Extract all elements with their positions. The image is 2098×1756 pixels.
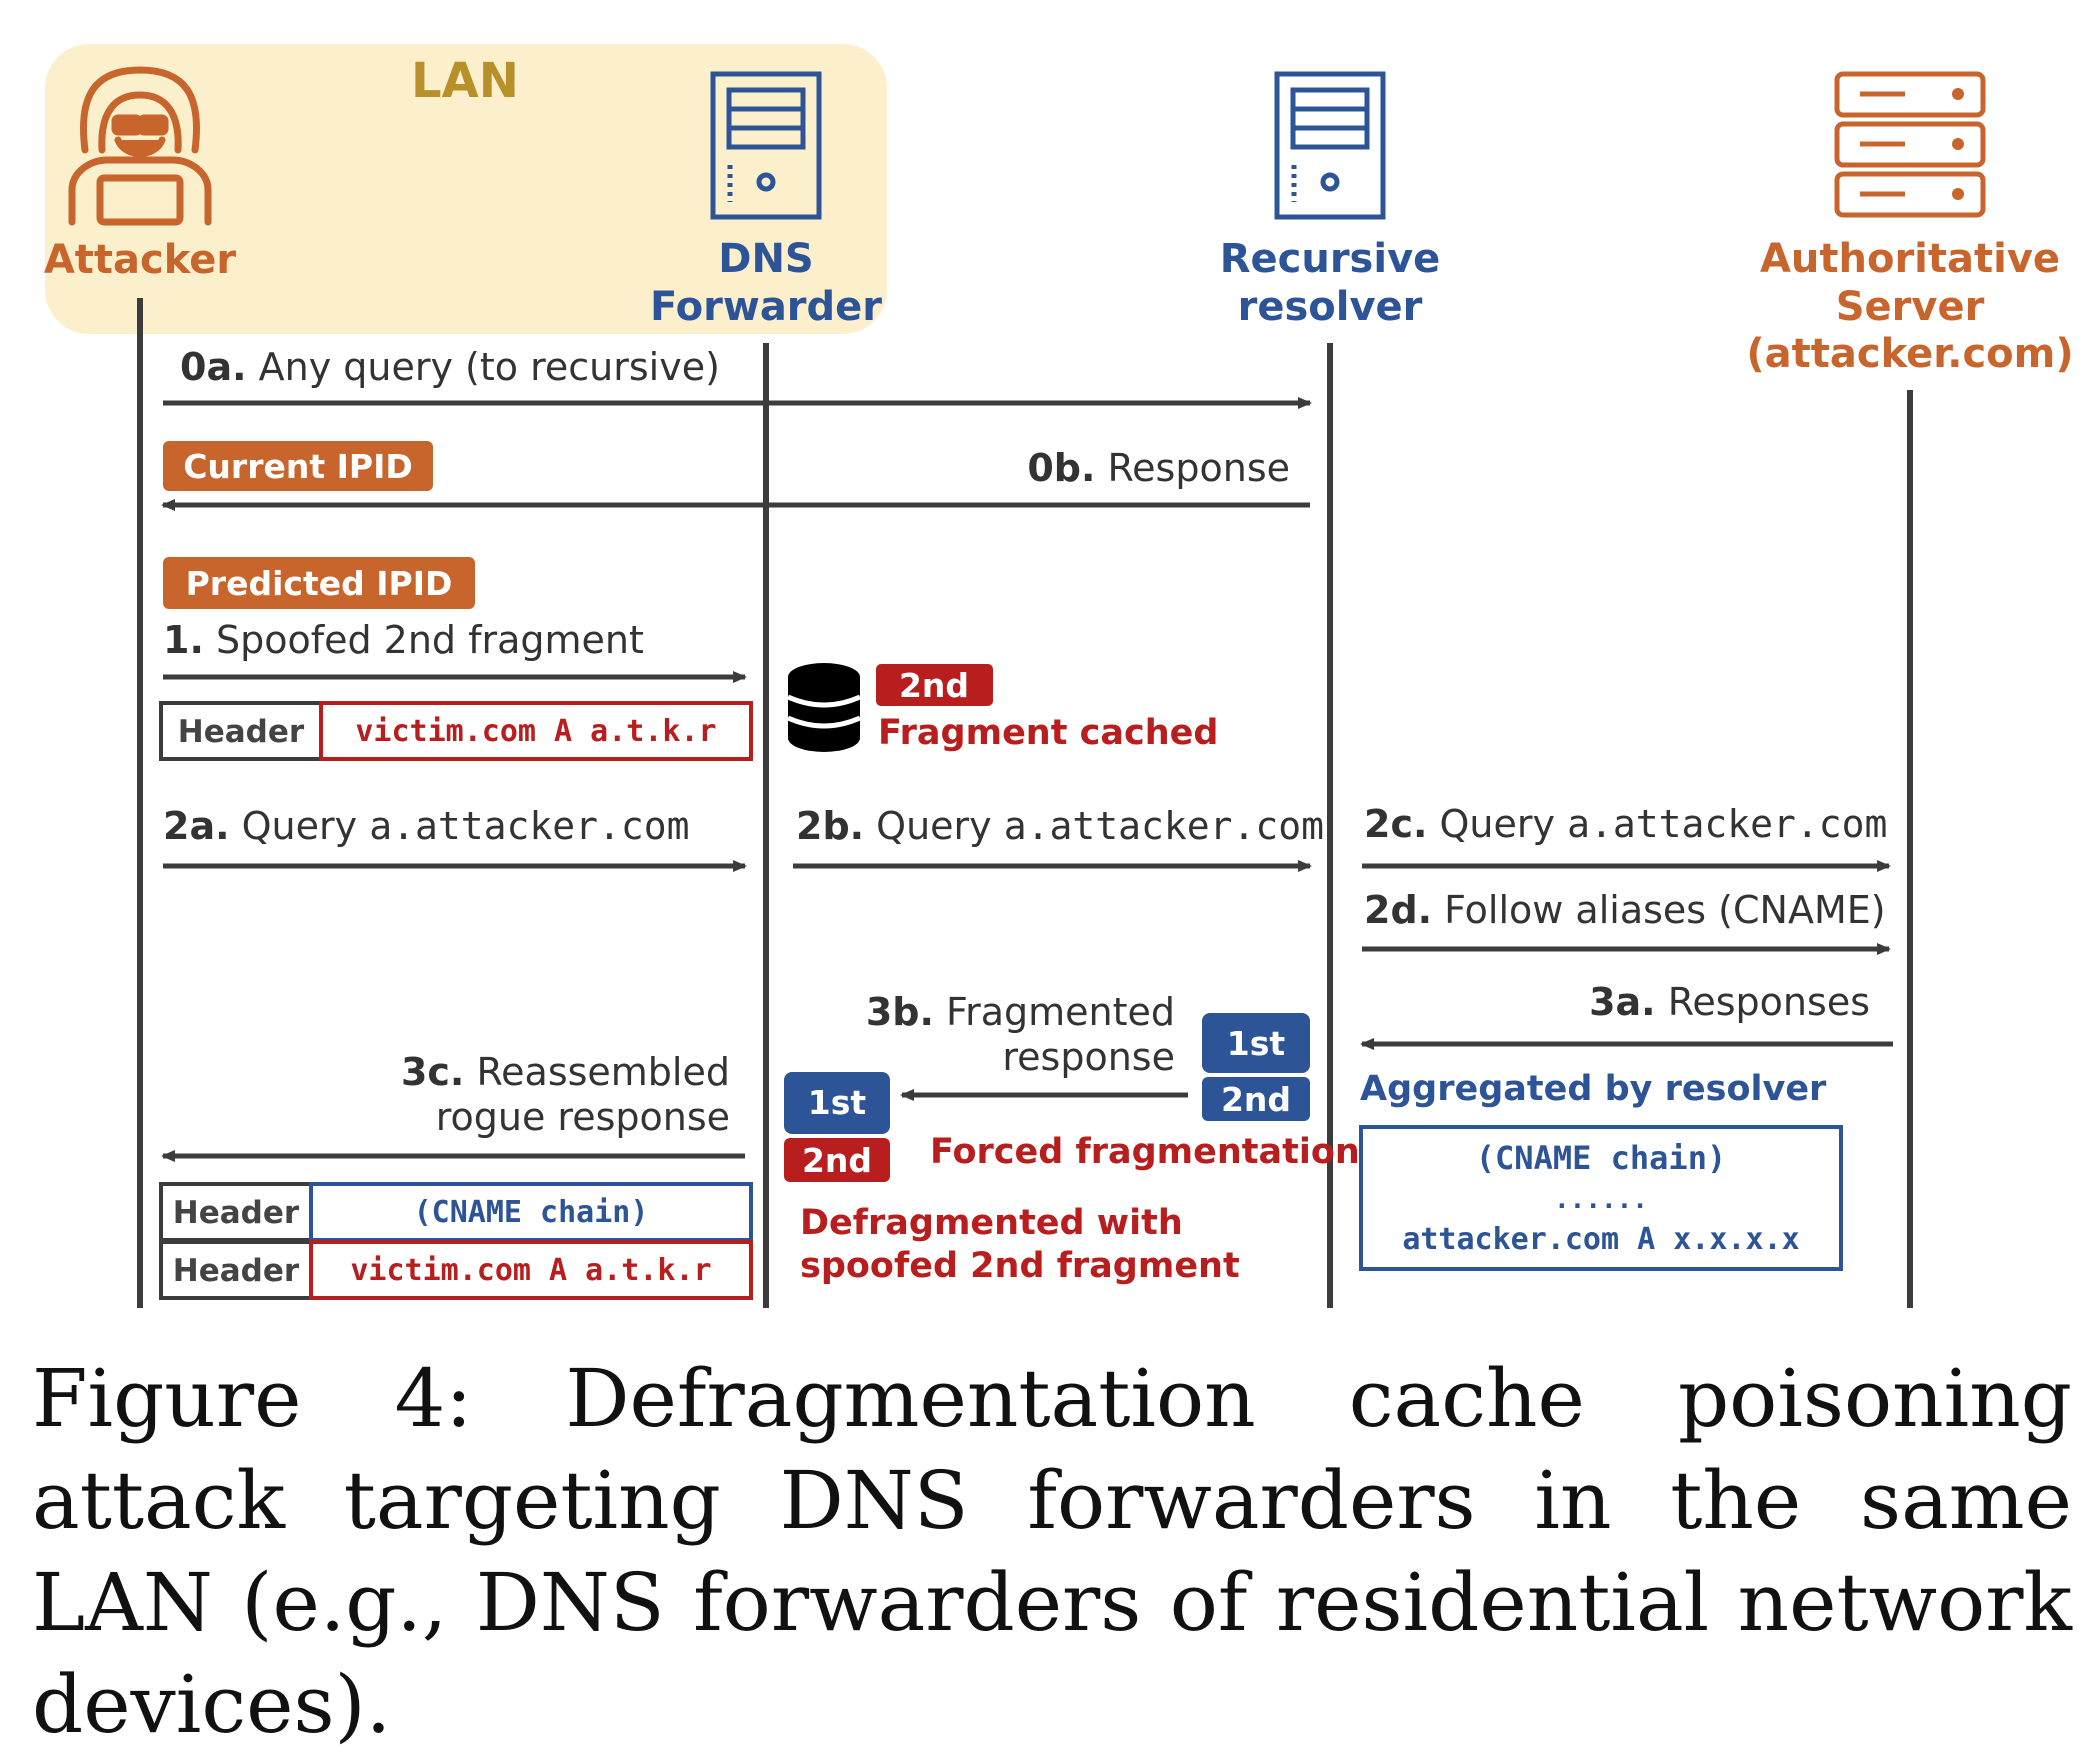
rogue-spoofed-record: victim.com A a.t.k.r <box>350 1253 711 1288</box>
step-2a-label: 2a. Query a.attacker.com <box>163 804 689 848</box>
rogue-cname-chain: (CNAME chain) <box>414 1195 649 1230</box>
packet-header-label: Header <box>178 714 305 750</box>
fragment-1st-label: 1st <box>1227 1024 1286 1063</box>
rogue-spoofed-cell <box>309 1240 753 1300</box>
fragment-2nd-tag <box>1202 1077 1310 1121</box>
received-1st-label: 1st <box>808 1083 867 1122</box>
resolver-label-line1: Recursive <box>1220 236 1441 282</box>
forwarder-label-line1: DNS <box>718 236 814 282</box>
hooded-hacker-icon <box>68 66 212 226</box>
fragment-1st-tag <box>1202 1013 1310 1073</box>
received-1st-tag <box>784 1072 890 1134</box>
diagram-canvas: LAN Attacker DNS Forwarder Recursive res… <box>44 44 2074 1308</box>
step-2d-label: 2d. Follow aliases (CNAME) <box>1364 888 1886 932</box>
step-3c-label-line2: rogue response <box>436 1095 730 1139</box>
cached-2nd-tag <box>876 664 993 706</box>
aggregated-ellipsis: ...... <box>1554 1185 1648 1215</box>
fragment-2nd-label: 2nd <box>1221 1080 1291 1119</box>
cached-2nd-label: 2nd <box>899 666 969 705</box>
packet-spoofed-record: victim.com A a.t.k.r <box>355 714 716 749</box>
authoritative-label-line3: (attacker.com) <box>1746 331 2073 377</box>
lan-label: LAN <box>411 53 519 109</box>
step-2c-label: 2c. Query a.attacker.com <box>1364 802 1887 846</box>
predicted-ipid-label: Predicted IPID <box>186 564 453 603</box>
step-0b-label: 0b. Response <box>1027 446 1290 490</box>
lan-region <box>45 44 887 334</box>
current-ipid-label: Current IPID <box>183 447 413 486</box>
step-0a-label: 0a. Any query (to recursive) <box>180 345 720 389</box>
authoritative-label-line2: Server <box>1836 284 1985 330</box>
received-2nd-label: 2nd <box>802 1141 872 1180</box>
figure-caption: Figure 4: Defragmentation cache poisonin… <box>32 1352 2072 1751</box>
aggregated-response-box <box>1359 1125 1843 1271</box>
step-1-label: 1. Spoofed 2nd fragment <box>163 618 644 662</box>
defragmented-note-line1: Defragmented with <box>800 1203 1183 1243</box>
server-tower-icon <box>1274 71 1386 220</box>
received-2nd-tag <box>784 1138 890 1182</box>
step-2b-label: 2b. Query a.attacker.com <box>796 804 1324 848</box>
rogue-header-label-2: Header <box>173 1253 300 1289</box>
server-rack-icon <box>1834 71 1986 218</box>
step-3b-label-line1: 3b. Fragmented <box>866 990 1175 1034</box>
step-3c-label-line1: 3c. Reassembled <box>401 1050 730 1094</box>
step-3b-label-line2: response <box>1002 1035 1175 1079</box>
aggregated-cname-chain: (CNAME chain) <box>1476 1139 1726 1177</box>
packet-spoofed-record-cell <box>319 701 753 761</box>
rogue-header-cell-2 <box>159 1240 313 1300</box>
predicted-ipid-tag <box>163 557 475 609</box>
authoritative-label-line1: Authoritative <box>1760 236 2060 282</box>
current-ipid-tag <box>163 441 433 491</box>
sequence-diagram: LAN Attacker DNS Forwarder Recursive res… <box>44 44 2074 1308</box>
server-tower-icon <box>710 71 822 220</box>
step-3a-label: 3a. Responses <box>1589 980 1870 1024</box>
aggregated-attacker-record: attacker.com A x.x.x.x <box>1402 1222 1799 1257</box>
database-icon <box>786 663 862 752</box>
fragment-cached-note: Fragment cached <box>878 713 1218 753</box>
rogue-header-label-1: Header <box>173 1195 300 1231</box>
aggregated-note: Aggregated by resolver <box>1360 1069 1827 1109</box>
resolver-label-line2: resolver <box>1238 284 1423 330</box>
defragmented-note-line2: spoofed 2nd fragment <box>800 1246 1240 1286</box>
server-rack-leds <box>1952 88 1964 200</box>
attacker-label: Attacker <box>44 237 237 283</box>
forced-fragmentation-note: Forced fragmentation <box>930 1132 1360 1172</box>
forwarder-label-line2: Forwarder <box>650 284 882 330</box>
